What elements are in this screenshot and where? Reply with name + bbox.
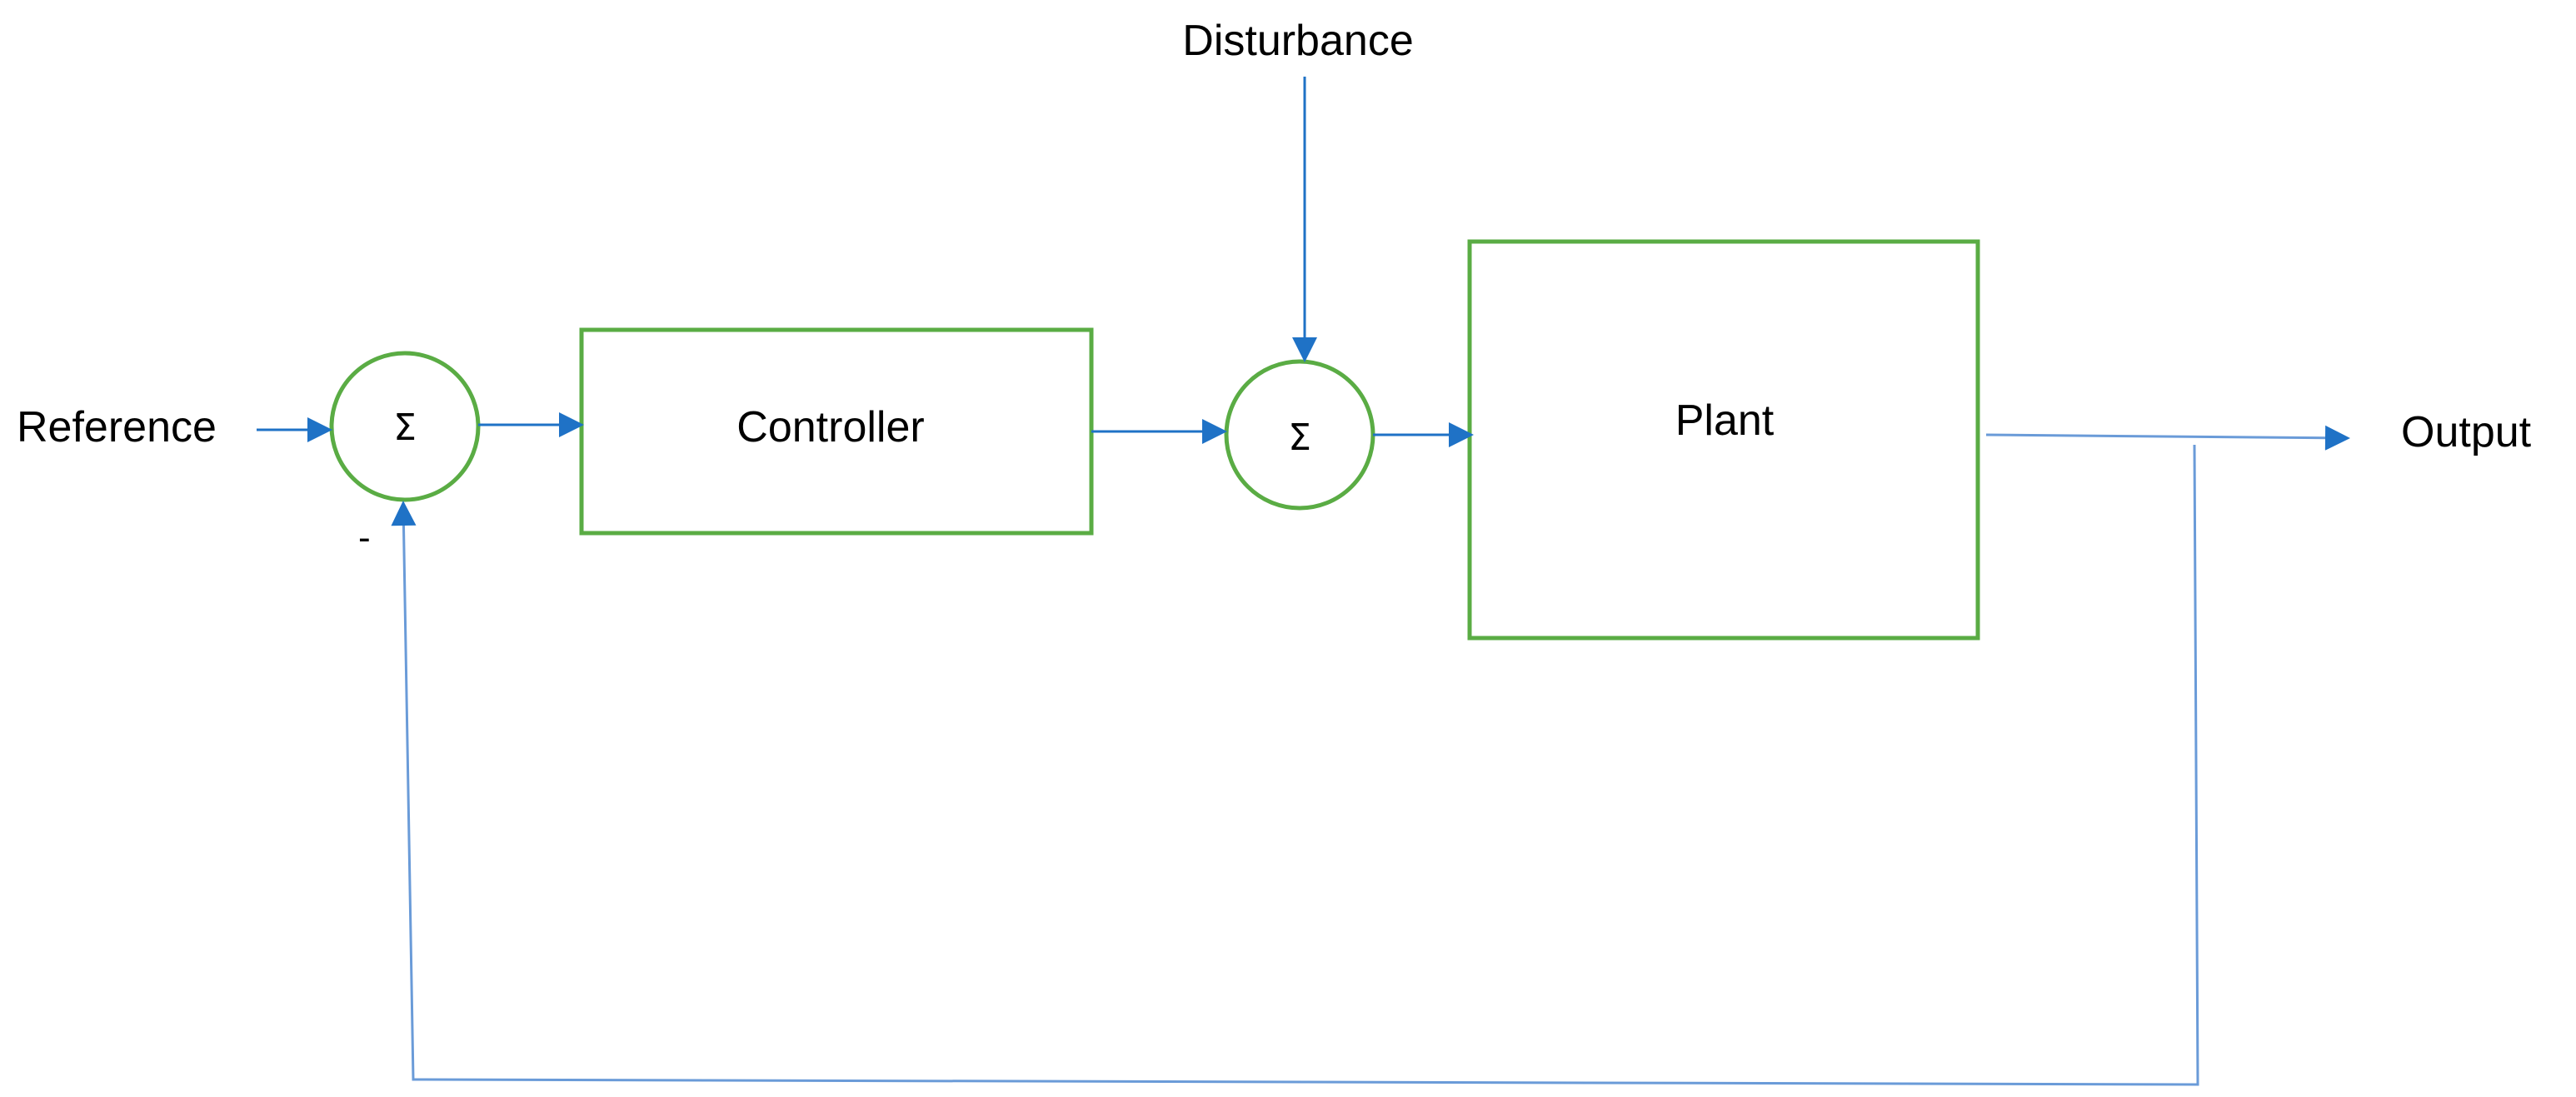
disturbance-label: Disturbance <box>1182 17 1413 65</box>
output-label: Output <box>2401 408 2532 456</box>
summing-junction-disturbance-symbol: Σ <box>1288 416 1311 459</box>
plant-label: Plant <box>1675 396 1775 445</box>
feedback-path <box>391 444 2199 1086</box>
controller-label: Controller <box>736 403 924 451</box>
summing-junction-error-symbol: Σ <box>393 406 417 449</box>
feedback-sign-label: - <box>358 517 371 558</box>
reference-label: Reference <box>17 403 217 451</box>
output-arrow <box>1985 425 2350 451</box>
